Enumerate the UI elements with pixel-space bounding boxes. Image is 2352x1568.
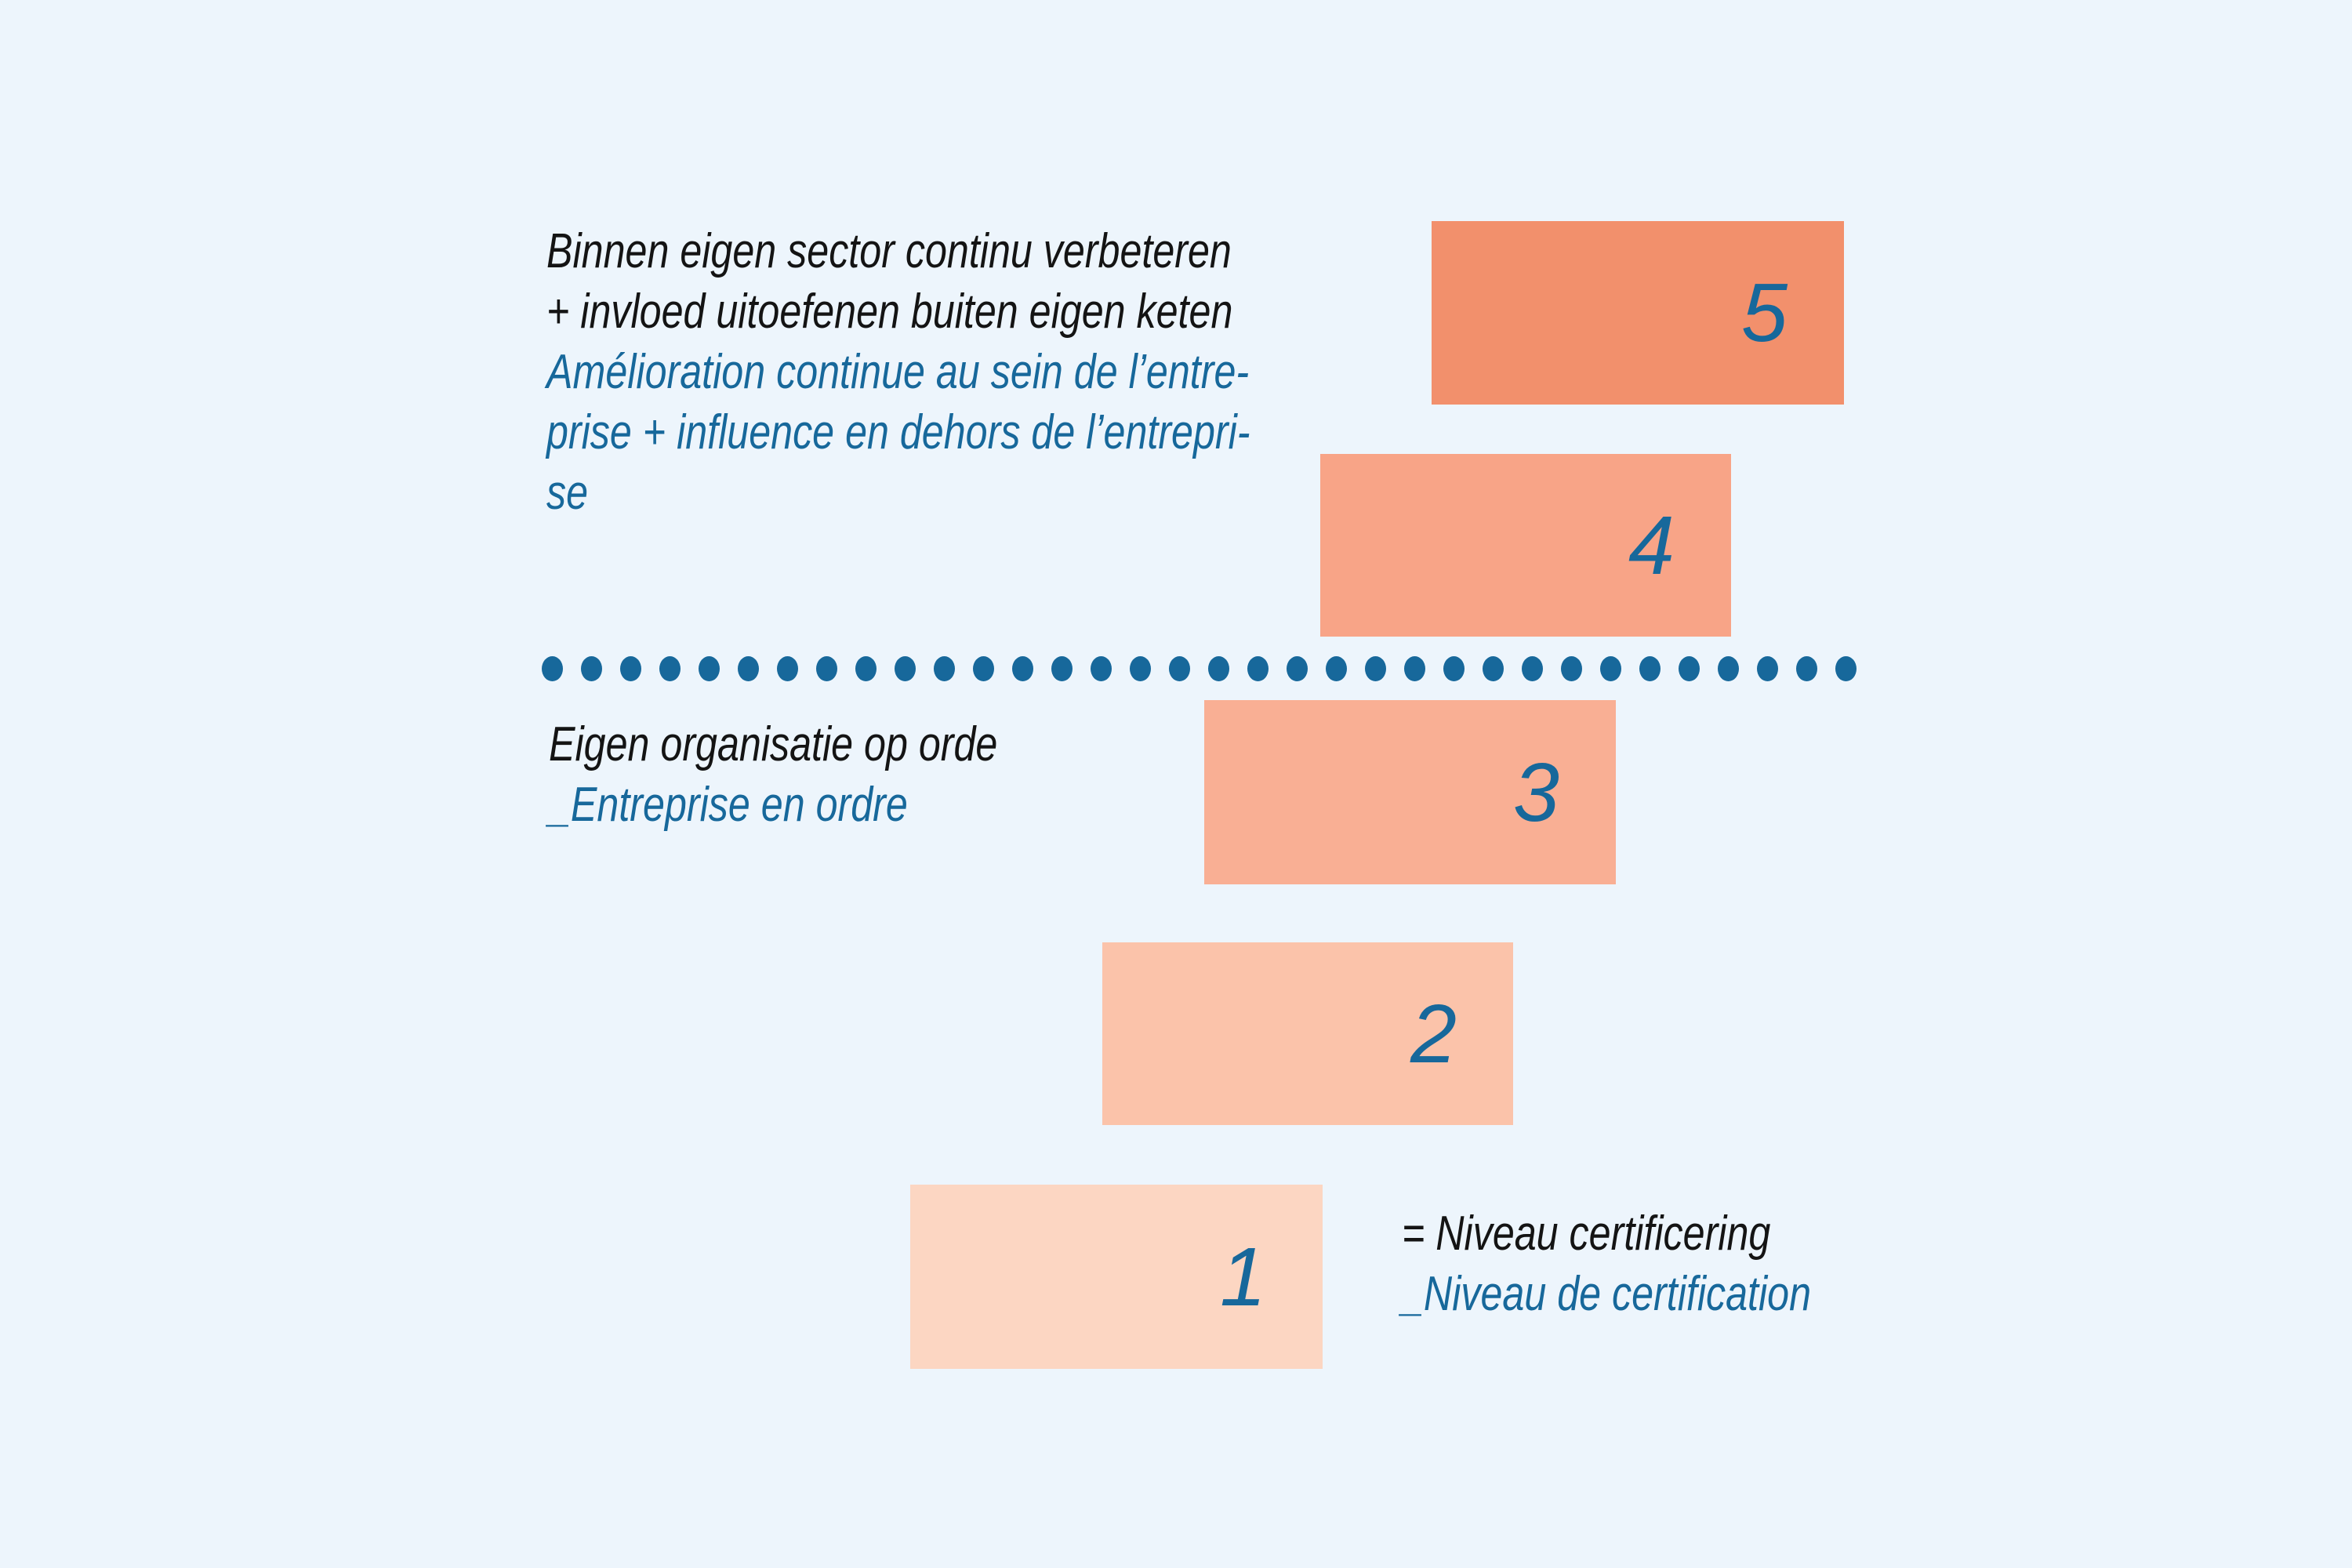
separator-dot bbox=[777, 656, 798, 681]
separator-dot bbox=[1247, 656, 1269, 681]
separator-dot bbox=[855, 656, 877, 681]
caption-line-fr: _Niveau de certification bbox=[1402, 1267, 1812, 1321]
separator-dot bbox=[1600, 656, 1621, 681]
separator-dot bbox=[1443, 656, 1465, 681]
separator-dot bbox=[1169, 656, 1190, 681]
separator-dot bbox=[1326, 656, 1347, 681]
separator-dot bbox=[1051, 656, 1073, 681]
top-caption: Binnen eigen sector continu verbeteren +… bbox=[546, 221, 1250, 523]
caption-line-nl: + invloed uitoefenen buiten eigen keten bbox=[546, 285, 1233, 339]
level-block-2: 2 bbox=[1102, 942, 1513, 1125]
level-number: 5 bbox=[1741, 267, 1788, 359]
legend: = Niveau certificering _Niveau de certif… bbox=[1402, 1203, 1811, 1324]
separator-dot bbox=[1561, 656, 1582, 681]
separator-dot bbox=[1091, 656, 1112, 681]
level-block-5: 5 bbox=[1432, 221, 1844, 405]
level-number: 3 bbox=[1513, 746, 1559, 839]
separator-dot bbox=[1404, 656, 1425, 681]
separator-dot bbox=[1483, 656, 1504, 681]
separator-dot bbox=[1130, 656, 1151, 681]
caption-line-fr: _Entreprise en ordre bbox=[549, 778, 908, 832]
separator-dot bbox=[1718, 656, 1739, 681]
separator-dot bbox=[1522, 656, 1543, 681]
separator-dot bbox=[1835, 656, 1857, 681]
separator-dot bbox=[1757, 656, 1778, 681]
separator-dot bbox=[816, 656, 837, 681]
level-number: 2 bbox=[1410, 987, 1457, 1080]
caption-line-fr: prise + influence en dehors de l’entrepr… bbox=[546, 405, 1250, 459]
separator-dot bbox=[934, 656, 955, 681]
level-number: 4 bbox=[1628, 499, 1675, 592]
level-number: 1 bbox=[1220, 1230, 1266, 1323]
caption-line-nl: = Niveau certificering bbox=[1402, 1207, 1771, 1261]
dotted-separator bbox=[542, 656, 1857, 681]
caption-line-fr: Amélioration continue au sein de l’entre… bbox=[546, 345, 1250, 399]
mid-caption: Eigen organisatie op orde _Entreprise en… bbox=[549, 714, 997, 835]
separator-dot bbox=[738, 656, 759, 681]
separator-dot bbox=[581, 656, 602, 681]
separator-dot bbox=[1679, 656, 1700, 681]
caption-line-nl: Eigen organisatie op orde bbox=[549, 717, 998, 771]
separator-dot bbox=[1287, 656, 1308, 681]
separator-dot bbox=[620, 656, 641, 681]
separator-dot bbox=[1208, 656, 1229, 681]
level-block-1: 1 bbox=[910, 1185, 1323, 1369]
caption-line-nl: Binnen eigen sector continu verbeteren bbox=[546, 224, 1232, 278]
separator-dot bbox=[1012, 656, 1033, 681]
level-block-3: 3 bbox=[1204, 700, 1616, 884]
separator-dot bbox=[699, 656, 720, 681]
separator-dot bbox=[542, 656, 563, 681]
separator-dot bbox=[1639, 656, 1661, 681]
separator-dot bbox=[1365, 656, 1386, 681]
caption-line-fr: se bbox=[546, 466, 589, 520]
separator-dot bbox=[1796, 656, 1817, 681]
separator-dot bbox=[659, 656, 681, 681]
separator-dot bbox=[895, 656, 916, 681]
separator-dot bbox=[973, 656, 994, 681]
level-block-4: 4 bbox=[1320, 454, 1731, 637]
